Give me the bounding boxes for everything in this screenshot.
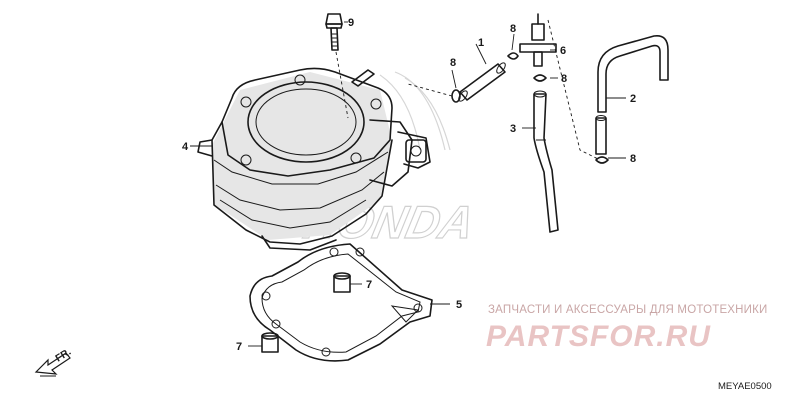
watermark-caption: ЗАПЧАСТИ И АКСЕССУАРЫ ДЛЯ МОТОТЕХНИКИ [488, 304, 768, 316]
hose-part-3 [533, 90, 559, 233]
callout-4: 4 [182, 141, 189, 153]
callout-7-b: 7 [236, 341, 242, 353]
callout-9: 9 [348, 17, 354, 29]
clip-part-d [595, 156, 609, 164]
clip-part-a [451, 89, 461, 103]
watermark-logo: PARTSFOR.RU [486, 320, 711, 353]
hose-part-1 [458, 62, 506, 102]
callout-7-a: 7 [366, 279, 372, 291]
dowel-part-a [333, 272, 351, 293]
callout-8-a: 8 [510, 23, 516, 35]
callout-1: 1 [478, 37, 484, 49]
leader-lines [190, 21, 626, 347]
diagram-code: MEYAE0500 [718, 381, 772, 392]
callout-2: 2 [630, 93, 636, 105]
callout-8-b: 8 [450, 57, 456, 69]
gasket-part [249, 243, 433, 362]
routing-leader [547, 19, 601, 161]
callout-8-c: 8 [561, 73, 567, 85]
dowel-part-b [261, 332, 279, 353]
bolt-leader [335, 51, 349, 119]
callout-8-d: 8 [630, 153, 636, 165]
front-direction-arrow [34, 352, 71, 377]
clip-part-b [507, 52, 519, 60]
fitting-part [519, 13, 557, 67]
hose-part-2 [595, 34, 669, 155]
callout-6: 6 [560, 45, 566, 57]
callout-5: 5 [456, 299, 462, 311]
clip-part-c [533, 74, 547, 82]
callout-3: 3 [510, 123, 516, 135]
hose-1-leader [407, 83, 453, 97]
bolt-part [325, 13, 343, 51]
